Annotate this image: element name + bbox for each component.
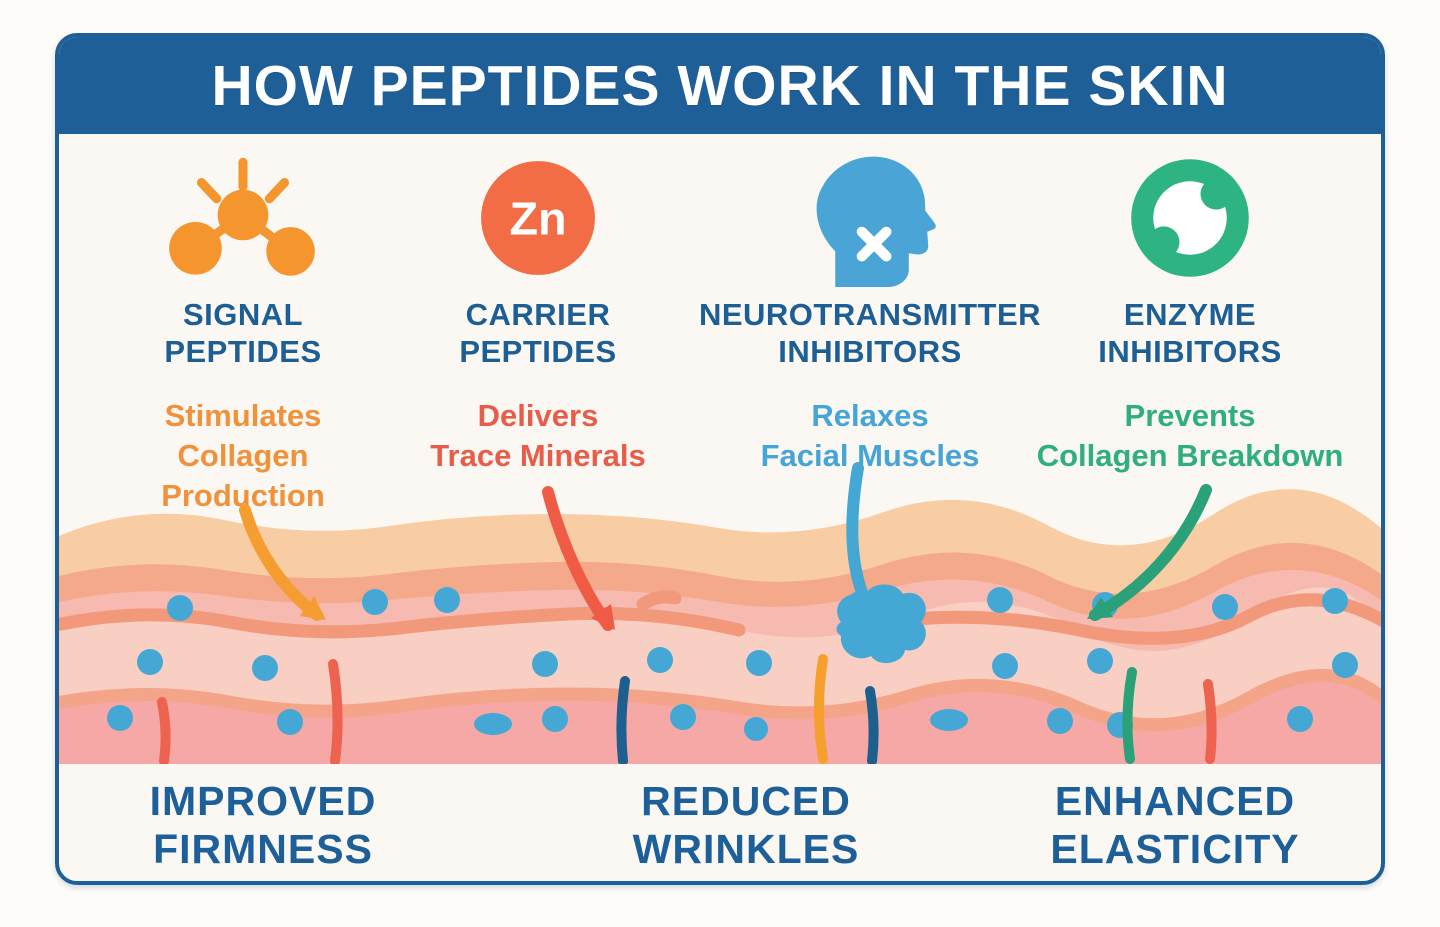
column-benefit: Relaxes Facial Muscles: [760, 398, 980, 473]
infographic-card: HOW PEPTIDES WORK IN THE SKIN: [55, 33, 1385, 885]
page-title: HOW PEPTIDES WORK IN THE SKIN: [211, 53, 1229, 118]
column-heading: CARRIER PEPTIDES: [459, 297, 617, 369]
enzyme-swirl-icon: [1000, 149, 1380, 287]
outcome-reduced-wrinkles: REDUCED WRINKLES: [632, 778, 860, 873]
column-enzyme-inhibitors: ENZYME INHIBITORS Prevents Collagen Brea…: [1000, 149, 1380, 476]
column-benefit: Delivers Trace Minerals: [430, 398, 646, 473]
outcome-improved-firmness: IMPROVED FIRMNESS: [149, 778, 377, 873]
column-carrier-peptides: Zn CARRIER PEPTIDES Delivers Trace Miner…: [398, 149, 678, 476]
column-neurotransmitter-inhibitors: NEUROTRANSMITTER INHIBITORS Relaxes Faci…: [690, 149, 1050, 476]
skin-cross-section: [59, 489, 1381, 764]
collagen-fiber-line-lower: [59, 668, 1381, 732]
column-heading: SIGNAL PEPTIDES: [164, 297, 322, 369]
zinc-symbol: Zn: [509, 192, 566, 244]
wrinkle-line-green: [1122, 667, 1137, 764]
wrinkle-lines-red: [157, 659, 1217, 764]
wrinkle-line-orange: [814, 654, 828, 764]
wrinkle-lines-blue: [616, 676, 879, 764]
column-signal-peptides: SIGNAL PEPTIDES Stimulates Collagen Prod…: [103, 149, 383, 515]
column-heading: NEUROTRANSMITTER INHIBITORS: [698, 297, 1042, 369]
column-heading: ENZYME INHIBITORS: [1098, 297, 1282, 369]
head-profile-icon: [690, 149, 1050, 287]
outcome-enhanced-elasticity: ENHANCED ELASTICITY: [1050, 778, 1300, 873]
zinc-circle-icon: Zn: [398, 149, 678, 287]
blocked-x-mark: [856, 226, 892, 262]
title-banner: HOW PEPTIDES WORK IN THE SKIN: [59, 37, 1381, 134]
column-benefit: Prevents Collagen Breakdown: [1036, 398, 1344, 473]
molecule-burst-icon: [103, 149, 383, 287]
